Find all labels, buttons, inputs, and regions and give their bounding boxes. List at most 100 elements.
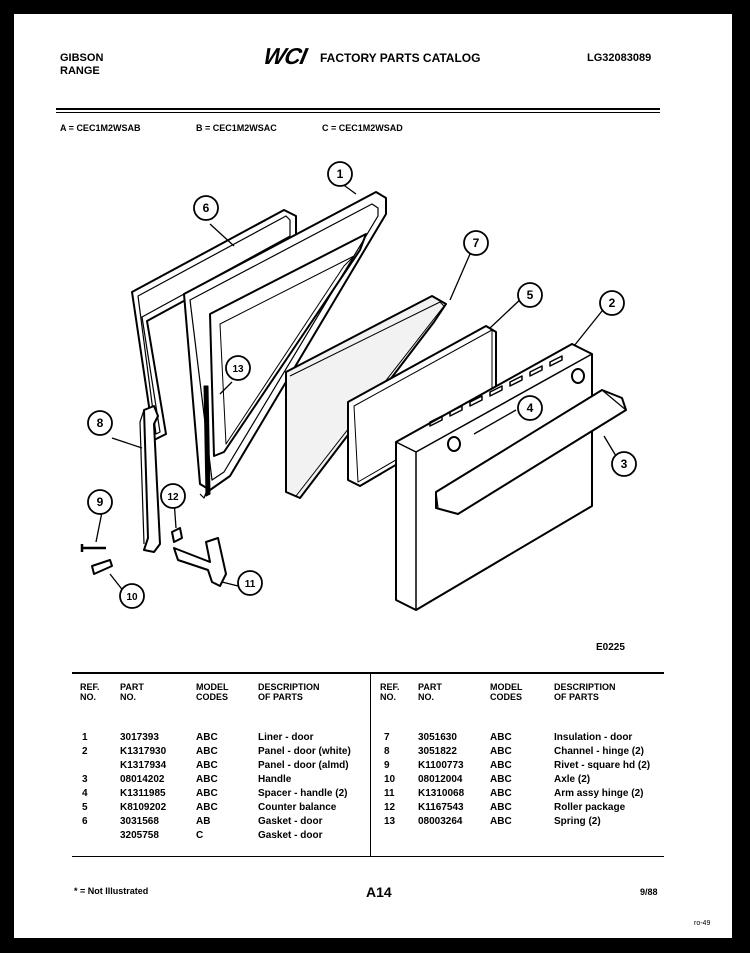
catalog-title: FACTORY PARTS CATALOG (320, 51, 481, 65)
callout-4-label: 4 (527, 401, 534, 415)
cell-desc: Panel - door (almd) (258, 760, 349, 771)
brand-line-2: RANGE (60, 65, 100, 77)
callout-6-label: 6 (203, 201, 210, 215)
cell-part: 3017393 (120, 732, 159, 743)
hinge-arm (173, 537, 227, 587)
cell-part: K1167543 (418, 802, 464, 813)
cell-desc: Insulation - door (554, 732, 633, 743)
cell-codes: ABC (490, 816, 512, 827)
callout-5-label: 5 (527, 288, 534, 302)
catalog-number: LG32083089 (587, 52, 652, 64)
callout-1 (327, 161, 353, 187)
cell-codes: ABC (490, 774, 512, 785)
cell-part: 08012004 (418, 774, 463, 785)
callout-4 (517, 395, 543, 421)
cell-desc: Counter balance (258, 802, 337, 813)
cell-ref: 7 (384, 732, 390, 743)
figure-code: E0225 (596, 642, 625, 653)
cell-desc: Spacer - handle (2) (258, 788, 348, 799)
model-a-code: CEC1M2WSAB (76, 123, 141, 133)
cell-part: 08003264 (418, 816, 463, 827)
cell-part: 3031568 (120, 816, 159, 827)
cell-codes: ABC (490, 746, 512, 757)
callout-1-label: 1 (337, 167, 344, 181)
model-a-key: A (60, 123, 67, 133)
cell-desc: Roller package (554, 802, 626, 813)
callout-11 (237, 570, 263, 596)
model-a: A = CEC1M2WSAB (60, 123, 141, 133)
table-divider (370, 672, 371, 856)
rivet (80, 544, 106, 552)
callout-10-label: 10 (126, 592, 138, 603)
cell-part: K1317934 (120, 760, 167, 771)
header-rule-bottom (56, 112, 660, 113)
model-c-code: CEC1M2WSAD (338, 123, 403, 133)
cell-codes: ABC (196, 746, 218, 757)
callout-10 (119, 583, 145, 609)
hinge-channel (143, 405, 161, 553)
callout-2 (599, 290, 625, 316)
cell-ref: 6 (82, 816, 88, 827)
cell-codes: ABC (196, 774, 218, 785)
model-b-key: B (196, 123, 203, 133)
cell-part: 08014202 (120, 774, 165, 785)
cell-ref: 11 (384, 788, 395, 799)
cell-codes: C (196, 830, 204, 841)
roller (171, 527, 183, 543)
table-rule-bottom (72, 856, 664, 857)
callout-7-label: 7 (473, 236, 480, 250)
cell-codes: ABC (490, 802, 512, 813)
cell-codes: ABC (490, 732, 512, 743)
cell-part: K1310068 (418, 788, 465, 799)
cell-ref: 13 (384, 816, 396, 827)
callout-9 (87, 489, 113, 515)
callout-9-label: 9 (97, 495, 104, 509)
callout-8-label: 8 (97, 416, 104, 430)
brand-line-1: GIBSON (60, 52, 104, 64)
cell-ref: 3 (82, 774, 88, 785)
liner-door (183, 191, 387, 491)
callout-11-label: 11 (245, 579, 256, 590)
cell-desc: Panel - door (white) (258, 746, 351, 757)
callout-13-label: 13 (232, 364, 244, 375)
footer-note: * = Not Illustrated (74, 886, 149, 896)
cell-ref: 8 (384, 746, 390, 757)
callout-8 (87, 410, 113, 436)
hdr-ref-right: REF.NO. (380, 682, 400, 702)
cell-ref: 2 (82, 746, 88, 757)
cell-ref: 9 (384, 760, 390, 771)
corner-mark: ro-49 (694, 920, 711, 927)
cell-desc: Spring (2) (554, 816, 601, 827)
callout-12-label: 12 (167, 492, 179, 503)
cell-desc: Axle (2) (554, 774, 591, 785)
cell-ref: 1 (82, 732, 88, 743)
cell-codes: AB (196, 816, 211, 827)
model-b: B = CEC1M2WSAC (196, 123, 277, 133)
cell-ref: 5 (82, 802, 88, 813)
handle-spacer-right (571, 368, 585, 384)
cell-part: 3051630 (418, 732, 457, 743)
cell-part: K1317930 (120, 746, 167, 757)
cell-ref: 4 (82, 788, 88, 799)
footer-date: 9/88 (640, 887, 658, 897)
cell-part: 3205758 (120, 830, 159, 841)
cell-desc: Gasket - door (258, 830, 323, 841)
cell-ref: 10 (384, 774, 396, 785)
cell-desc: Gasket - door (258, 816, 323, 827)
cell-codes: ABC (196, 802, 218, 813)
table-rule-top (72, 672, 664, 674)
header-rule-top (56, 108, 660, 110)
exploded-door-diagram: 1 6 7 5 2 13 4 8 3 12 9 11 10 (80, 161, 637, 611)
callout-3 (611, 451, 637, 477)
callout-3-label: 3 (621, 457, 628, 471)
cell-codes: ABC (196, 788, 218, 799)
callout-2-label: 2 (609, 296, 616, 310)
cell-codes: ABC (490, 788, 512, 799)
cell-part: K1311985 (120, 788, 166, 799)
